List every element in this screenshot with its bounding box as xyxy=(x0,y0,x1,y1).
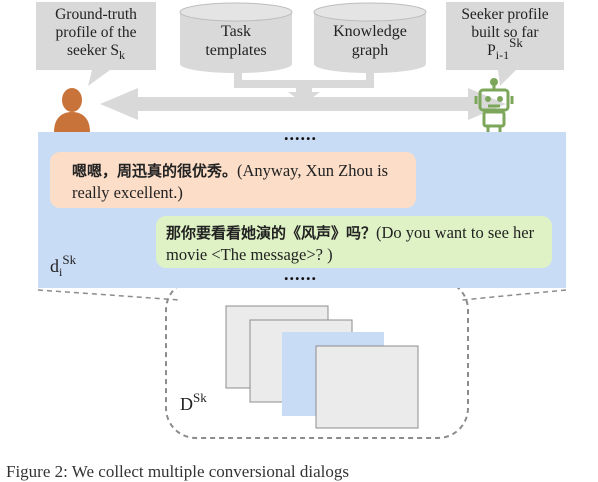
seeker-profile-line3-sup: Sk xyxy=(509,35,523,50)
task-templates-cylinder xyxy=(179,2,293,73)
seeker-profile-line1: Seeker profile xyxy=(461,6,549,23)
knowledge-graph-label: Knowledge graph xyxy=(314,22,426,60)
seeker-profile-bubble: Seeker profile built so far Pi-1Sk xyxy=(446,2,564,70)
task-templates-line1: Task xyxy=(221,23,251,40)
knowledge-graph-line2: graph xyxy=(351,42,389,59)
task-templates-line2: templates xyxy=(205,42,267,59)
zoom-line-left xyxy=(37,289,181,301)
ground-truth-text: Ground-truth profile of the seeker Sk xyxy=(36,6,156,62)
ground-truth-line3: seeker Sk xyxy=(36,42,156,62)
seeker-profile-line3-sub: i-1 xyxy=(495,48,510,62)
seeker-profile-bubble-shape xyxy=(446,2,564,86)
seeker-message: 嗯嗯，周迅真的很优秀。(Anyway, Xun Zhou is really e… xyxy=(50,152,416,208)
task-templates-label: Task templates xyxy=(180,22,292,60)
seeker-profile-line3: Pi-1Sk xyxy=(446,35,564,62)
seeker-profile-text: Seeker profile built so far Pi-1Sk xyxy=(446,6,564,62)
dots-bottom: ...... xyxy=(284,264,317,284)
down-arrow xyxy=(288,84,320,104)
dataset-label-main: D xyxy=(180,394,193,414)
dialogue-label-sup: Sk xyxy=(62,252,77,267)
seeker-message-en: (Anyway, Xun Zhou is really excellent.) xyxy=(72,161,389,202)
seeker-profile-line3-main: P xyxy=(487,42,496,59)
ground-truth-bubble-shape xyxy=(36,2,156,86)
sheet-3 xyxy=(315,345,419,429)
dialogue-label: diSk xyxy=(50,252,76,279)
recommender-message-zh: 那你要看看她演的《风声》吗？ xyxy=(166,224,377,242)
knowledge-graph-line1: Knowledge xyxy=(333,23,407,40)
ground-truth-line2: profile of the xyxy=(55,24,137,41)
ground-truth-bubble: Ground-truth profile of the seeker Sk xyxy=(36,2,156,70)
dataset-label-sup: Sk xyxy=(193,390,207,405)
robot-icon xyxy=(474,78,514,132)
ground-truth-line3-sub: k xyxy=(119,48,126,62)
knowledge-graph-cylinder xyxy=(313,2,427,73)
dialogue-label-sub: i xyxy=(59,265,63,279)
recommender-message: 那你要看看她演的《风声》吗？(Do you want to see her mo… xyxy=(156,216,552,268)
merge-connector xyxy=(234,72,374,88)
dataset-label: DSk xyxy=(180,390,207,415)
recommender-message-en: (Do you want to see her movie <The messa… xyxy=(166,223,535,264)
ground-truth-line1: Ground-truth xyxy=(55,6,137,23)
seeker-profile-line2: built so far xyxy=(471,24,539,41)
dialogue-label-main: d xyxy=(50,256,59,276)
person-icon xyxy=(54,88,90,132)
zoom-line-right xyxy=(461,289,567,301)
seeker-message-zh: 嗯嗯，周迅真的很优秀。 xyxy=(72,162,238,180)
double-arrow xyxy=(100,88,506,120)
dots-top: ...... xyxy=(284,124,317,144)
ground-truth-line3-main: seeker S xyxy=(66,42,120,59)
caption-fragment: Figure 2: We collect multiple conversion… xyxy=(6,462,349,481)
